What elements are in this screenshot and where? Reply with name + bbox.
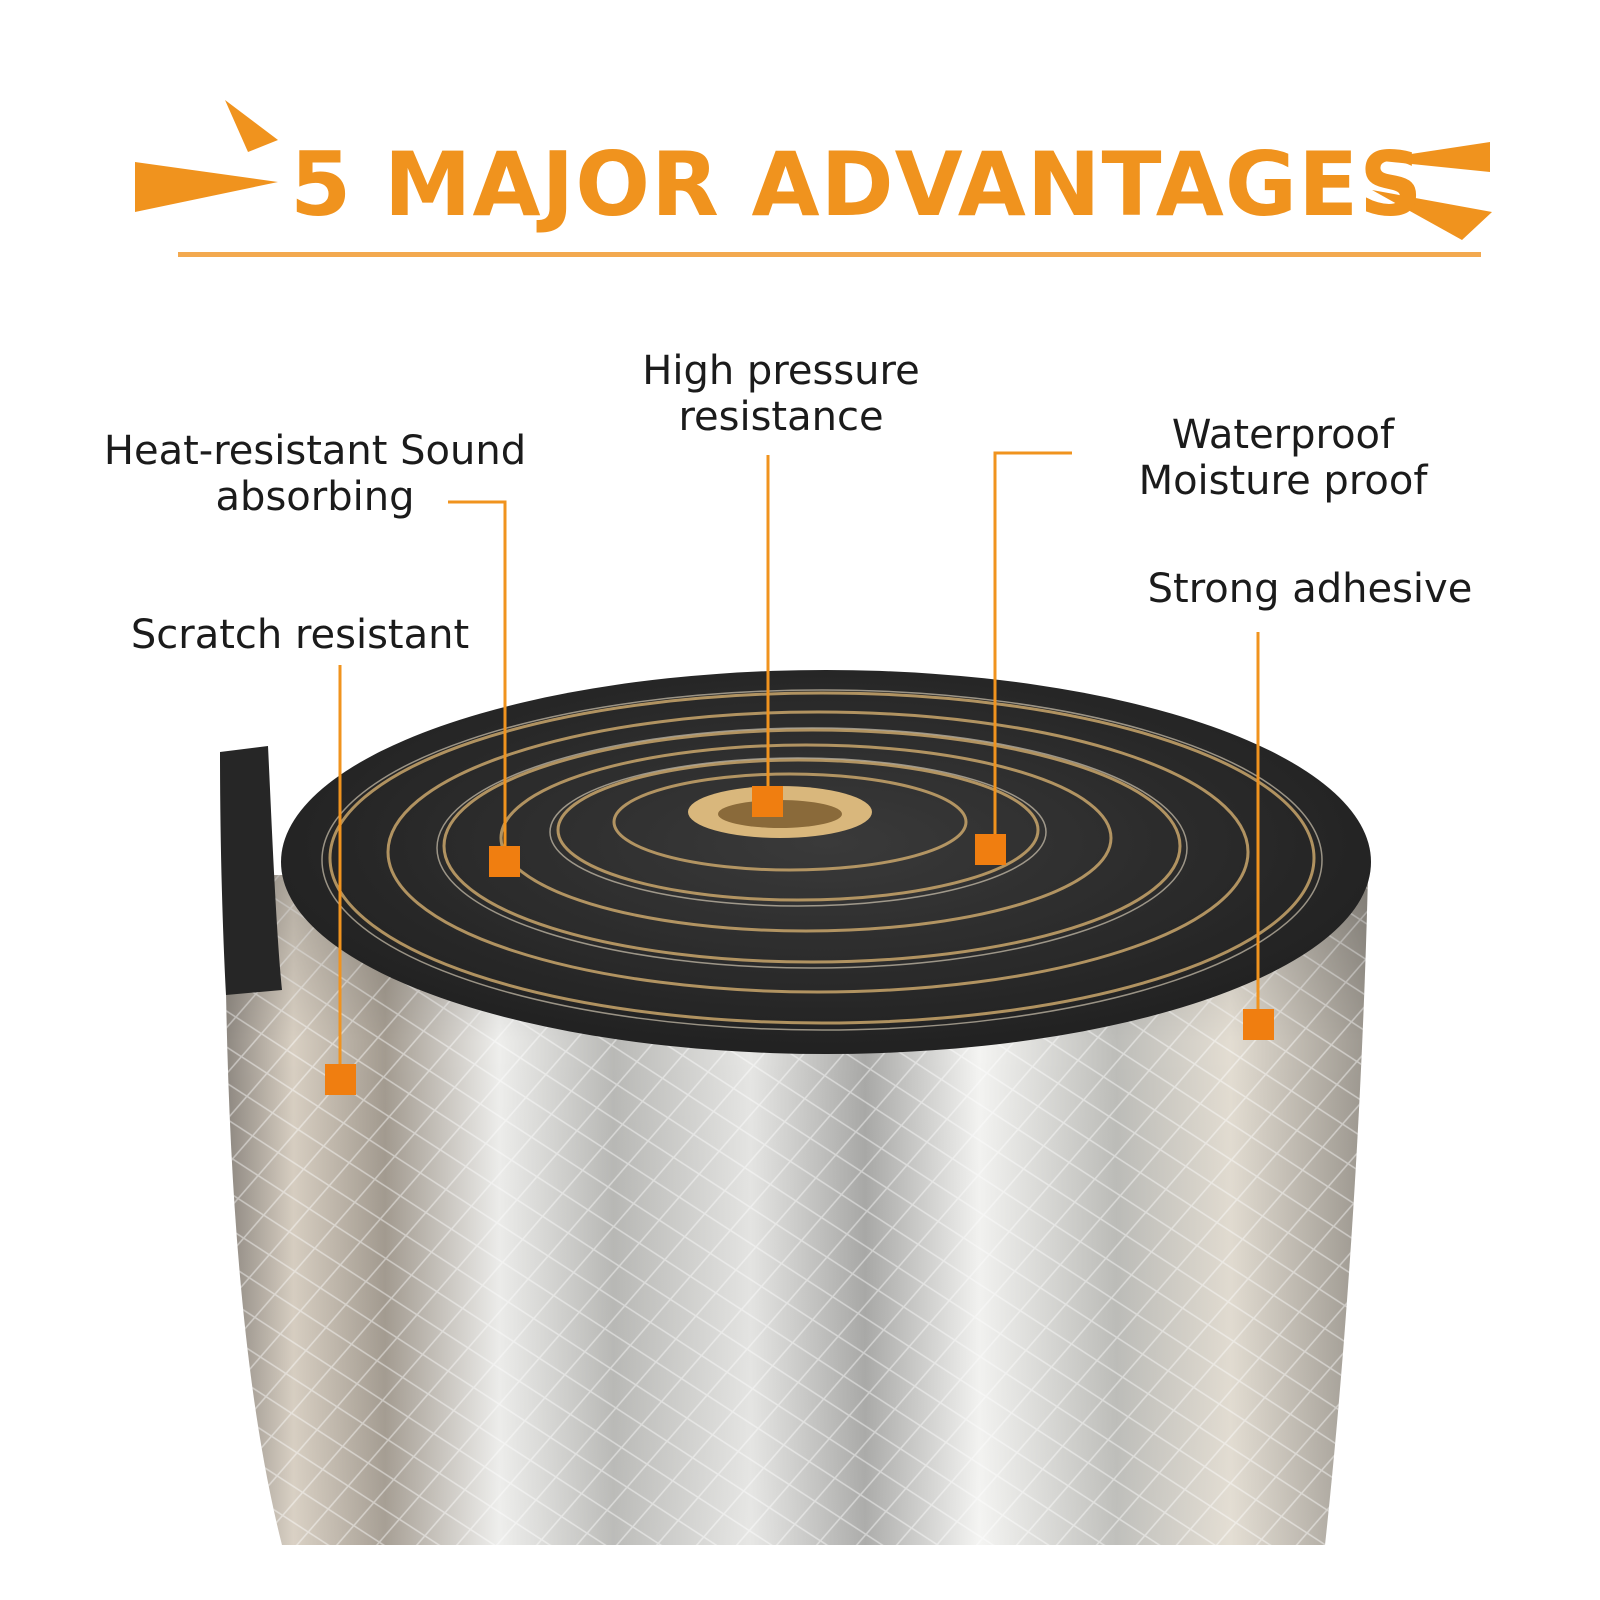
callout-leaders bbox=[338, 451, 1260, 1080]
callout-waterproof: Waterproof Moisture proof bbox=[1128, 412, 1438, 504]
callout-line: resistance bbox=[678, 394, 884, 440]
callout-scratch-resistant: Scratch resistant bbox=[120, 612, 480, 658]
leader-heat bbox=[448, 500, 507, 862]
callout-line: Moisture proof bbox=[1138, 458, 1428, 504]
arrow-burst-right-icon bbox=[1372, 142, 1492, 240]
callout-line: Scratch resistant bbox=[130, 612, 470, 658]
title-underline bbox=[178, 252, 1481, 257]
arrow-burst-left-icon bbox=[135, 100, 278, 212]
callout-high-pressure: High pressure resistance bbox=[636, 348, 926, 440]
callout-heat-resistant: Heat-resistant Sound absorbing bbox=[100, 428, 530, 520]
square-marker-icon bbox=[975, 834, 1006, 865]
leader-water bbox=[993, 451, 1072, 850]
callout-line: Waterproof bbox=[1171, 412, 1395, 458]
callout-line: absorbing bbox=[215, 474, 415, 520]
callout-line: Strong adhesive bbox=[1147, 566, 1473, 612]
page-title: 5 MAJOR ADVANTAGES bbox=[290, 133, 1424, 236]
square-marker-icon bbox=[1243, 1009, 1274, 1040]
callout-line: Heat-resistant Sound bbox=[103, 428, 527, 474]
square-marker-icon bbox=[325, 1064, 356, 1095]
square-marker-icon bbox=[489, 846, 520, 877]
insulation-roll bbox=[220, 670, 1371, 1545]
square-marker-icon bbox=[752, 786, 783, 817]
callout-strong-adhesive: Strong adhesive bbox=[1140, 566, 1480, 612]
callout-line: High pressure bbox=[642, 348, 920, 394]
